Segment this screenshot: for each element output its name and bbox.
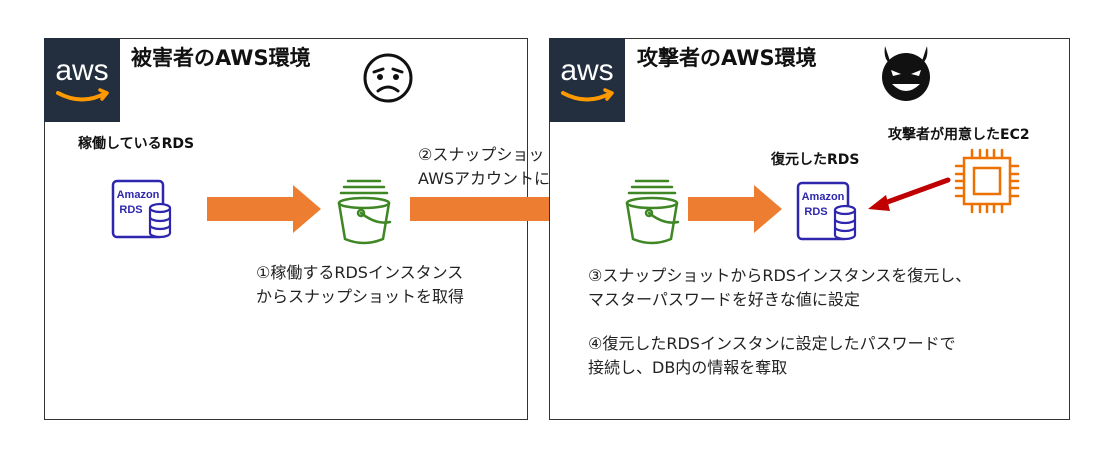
step2-line2: AWSアカウントに共有: [418, 169, 583, 188]
arrow-rds-to-snapshot: [207, 185, 321, 233]
s3-bucket-icon: [625, 179, 680, 245]
step3-line2: マスターパスワードを好きな値に設定: [588, 290, 860, 309]
running-rds-label: 稼働しているRDS: [78, 136, 195, 152]
arrow-snapshot-to-restored-rds: [688, 185, 782, 233]
step1-line2: からスナップショットを取得: [256, 287, 465, 306]
rds-icon: Amazon RDS: [796, 181, 857, 241]
worried-face-icon: [363, 53, 413, 103]
aws-logo-icon: aws: [549, 38, 625, 122]
step1-note: ①稼働するRDSインスタンス からスナップショットを取得: [256, 261, 464, 309]
step4-line1: ④復元したRDSインスタンに設定したパスワードで: [588, 334, 956, 353]
devil-face-icon: [882, 46, 930, 101]
ec2-chip-icon: [954, 148, 1020, 214]
rds-icon: Amazon RDS: [111, 179, 172, 239]
ec2-label: 攻撃者が用意したEC2: [888, 127, 1030, 143]
step4-line2: 接続し、DB内の情報を奪取: [588, 358, 788, 377]
step4-note: ④復元したRDSインスタンに設定したパスワードで 接続し、DB内の情報を奪取: [588, 332, 956, 380]
step1-line1: ①稼働するRDSインスタンス: [256, 263, 464, 282]
rds-icon-label-bottom: RDS: [119, 204, 142, 216]
aws-logo-icon: aws: [44, 38, 120, 122]
step3-note: ③スナップショットからRDSインスタンスを復元し、 マスターパスワードを好きな値…: [588, 264, 971, 312]
rds-icon-label-bottom: RDS: [804, 206, 827, 218]
restored-rds-label: 復元したRDS: [771, 152, 860, 168]
rds-icon-label-top: Amazon: [117, 189, 160, 201]
arrow-ec2-to-rds: [868, 177, 951, 211]
attacker-panel-title: 攻撃者のAWS環境: [637, 46, 817, 70]
aws-logo-text: aws: [560, 54, 613, 87]
victim-panel-title: 被害者のAWS環境: [131, 46, 311, 70]
aws-logo-text: aws: [55, 54, 108, 87]
step3-line1: ③スナップショットからRDSインスタンスを復元し、: [588, 266, 972, 285]
s3-bucket-icon: [337, 179, 392, 245]
rds-icon-label-top: Amazon: [802, 191, 845, 203]
